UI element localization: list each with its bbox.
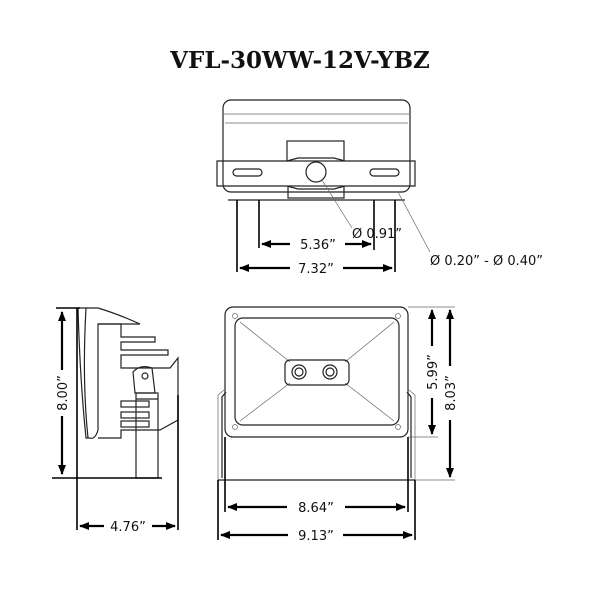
dim-7-32: 7.32” xyxy=(298,262,334,277)
dim-4-76: 4.76” xyxy=(110,520,146,535)
product-title: VFL-30WW-12V-YBZ xyxy=(169,47,430,74)
slot-left xyxy=(232,168,263,177)
dim-8-03: 8.03” xyxy=(444,375,459,411)
front-view: 8.64” 9.13” 5.99” 8.03” xyxy=(217,306,459,544)
side-view: 8.00” 4.76” xyxy=(52,307,179,535)
dim-9-13: 9.13” xyxy=(298,529,334,544)
dim-5-99: 5.99” xyxy=(426,354,441,390)
slot-right xyxy=(369,168,400,177)
slot-diameter-label: Ø 0.20” - Ø 0.40” xyxy=(430,254,543,269)
mount-hole xyxy=(305,161,327,183)
hole-diameter-label: Ø 0.91” xyxy=(352,227,402,242)
dim-8-00: 8.00” xyxy=(56,375,71,411)
dim-5-36: 5.36” xyxy=(300,238,336,253)
top-view: 5.36” 7.32” Ø 0.91” Ø 0.20” - Ø 0.40” xyxy=(216,99,543,277)
dim-8-64: 8.64” xyxy=(298,501,334,516)
